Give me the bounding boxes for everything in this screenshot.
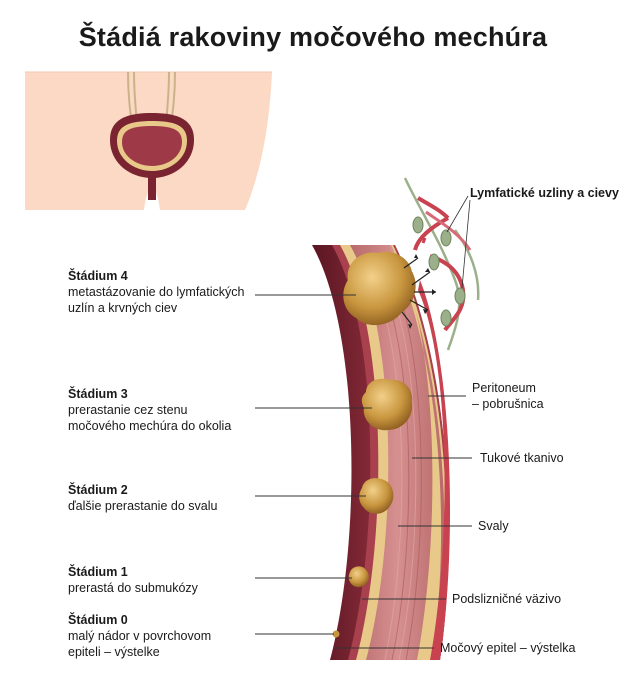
- tumor-stage-4: [343, 251, 436, 329]
- stage-4: Štádium 4 metastázovanie do lymfatických…: [68, 268, 268, 316]
- lymph-nodes-label: Lymfatické uzliny a cievy: [470, 186, 619, 200]
- page-title: Štádiá rakoviny močového mechúra: [78, 22, 548, 52]
- peritoneum-label-line2: – pobrušnica: [472, 397, 544, 411]
- muscle-label: Svaly: [478, 519, 509, 533]
- tumor-stage-0: [332, 630, 340, 638]
- stage-title: Štádium 0: [68, 613, 128, 627]
- stage-2: Štádium 2 ďalšie prerastanie do svalu: [68, 482, 268, 514]
- stage-desc: uzlín a krvných ciev: [68, 301, 178, 315]
- stage-title: Štádium 1: [68, 565, 128, 579]
- bladder-icon: [110, 71, 194, 200]
- stage-desc: malý nádor v povrchovom: [68, 629, 212, 643]
- stage-1: Štádium 1 prerastá do submukózy: [68, 564, 268, 596]
- stage-desc: močového mechúra do okolia: [68, 419, 232, 433]
- stage-desc: metastázovanie do lymfatických: [68, 285, 245, 299]
- stage-desc: prerastá do submukózy: [68, 581, 198, 595]
- stage-desc: ďalšie prerastanie do svalu: [68, 499, 218, 513]
- tumor-stage-3: [361, 378, 413, 431]
- layer-leaders: [336, 395, 472, 649]
- tumor-stage-2: [359, 478, 394, 514]
- stage-0: Štádium 0 malý nádor v povrchovom epitel…: [68, 612, 268, 660]
- stage-desc: epiteli – výstelke: [68, 645, 160, 659]
- stage-title: Štádium 4: [68, 269, 128, 283]
- stage-title: Štádium 2: [68, 483, 128, 497]
- stage-title: Štádium 3: [68, 387, 128, 401]
- stage-3: Štádium 3 prerastanie cez stenu močového…: [68, 386, 268, 434]
- epithelium-label: Močový epitel – výstelka: [440, 641, 576, 655]
- peritoneum-label-line1: Peritoneum: [472, 381, 536, 395]
- submucosa-label: Podslizničné väzivo: [452, 592, 562, 606]
- tumor-stage-1: [348, 566, 369, 588]
- stage-desc: prerastanie cez stenu: [68, 403, 188, 417]
- wall-cross-section: [312, 245, 451, 661]
- fat-label: Tukové tkanivo: [480, 451, 564, 465]
- peritoneum-label: Peritoneum – pobrušnica: [472, 380, 544, 412]
- stage-leaders: [255, 294, 372, 635]
